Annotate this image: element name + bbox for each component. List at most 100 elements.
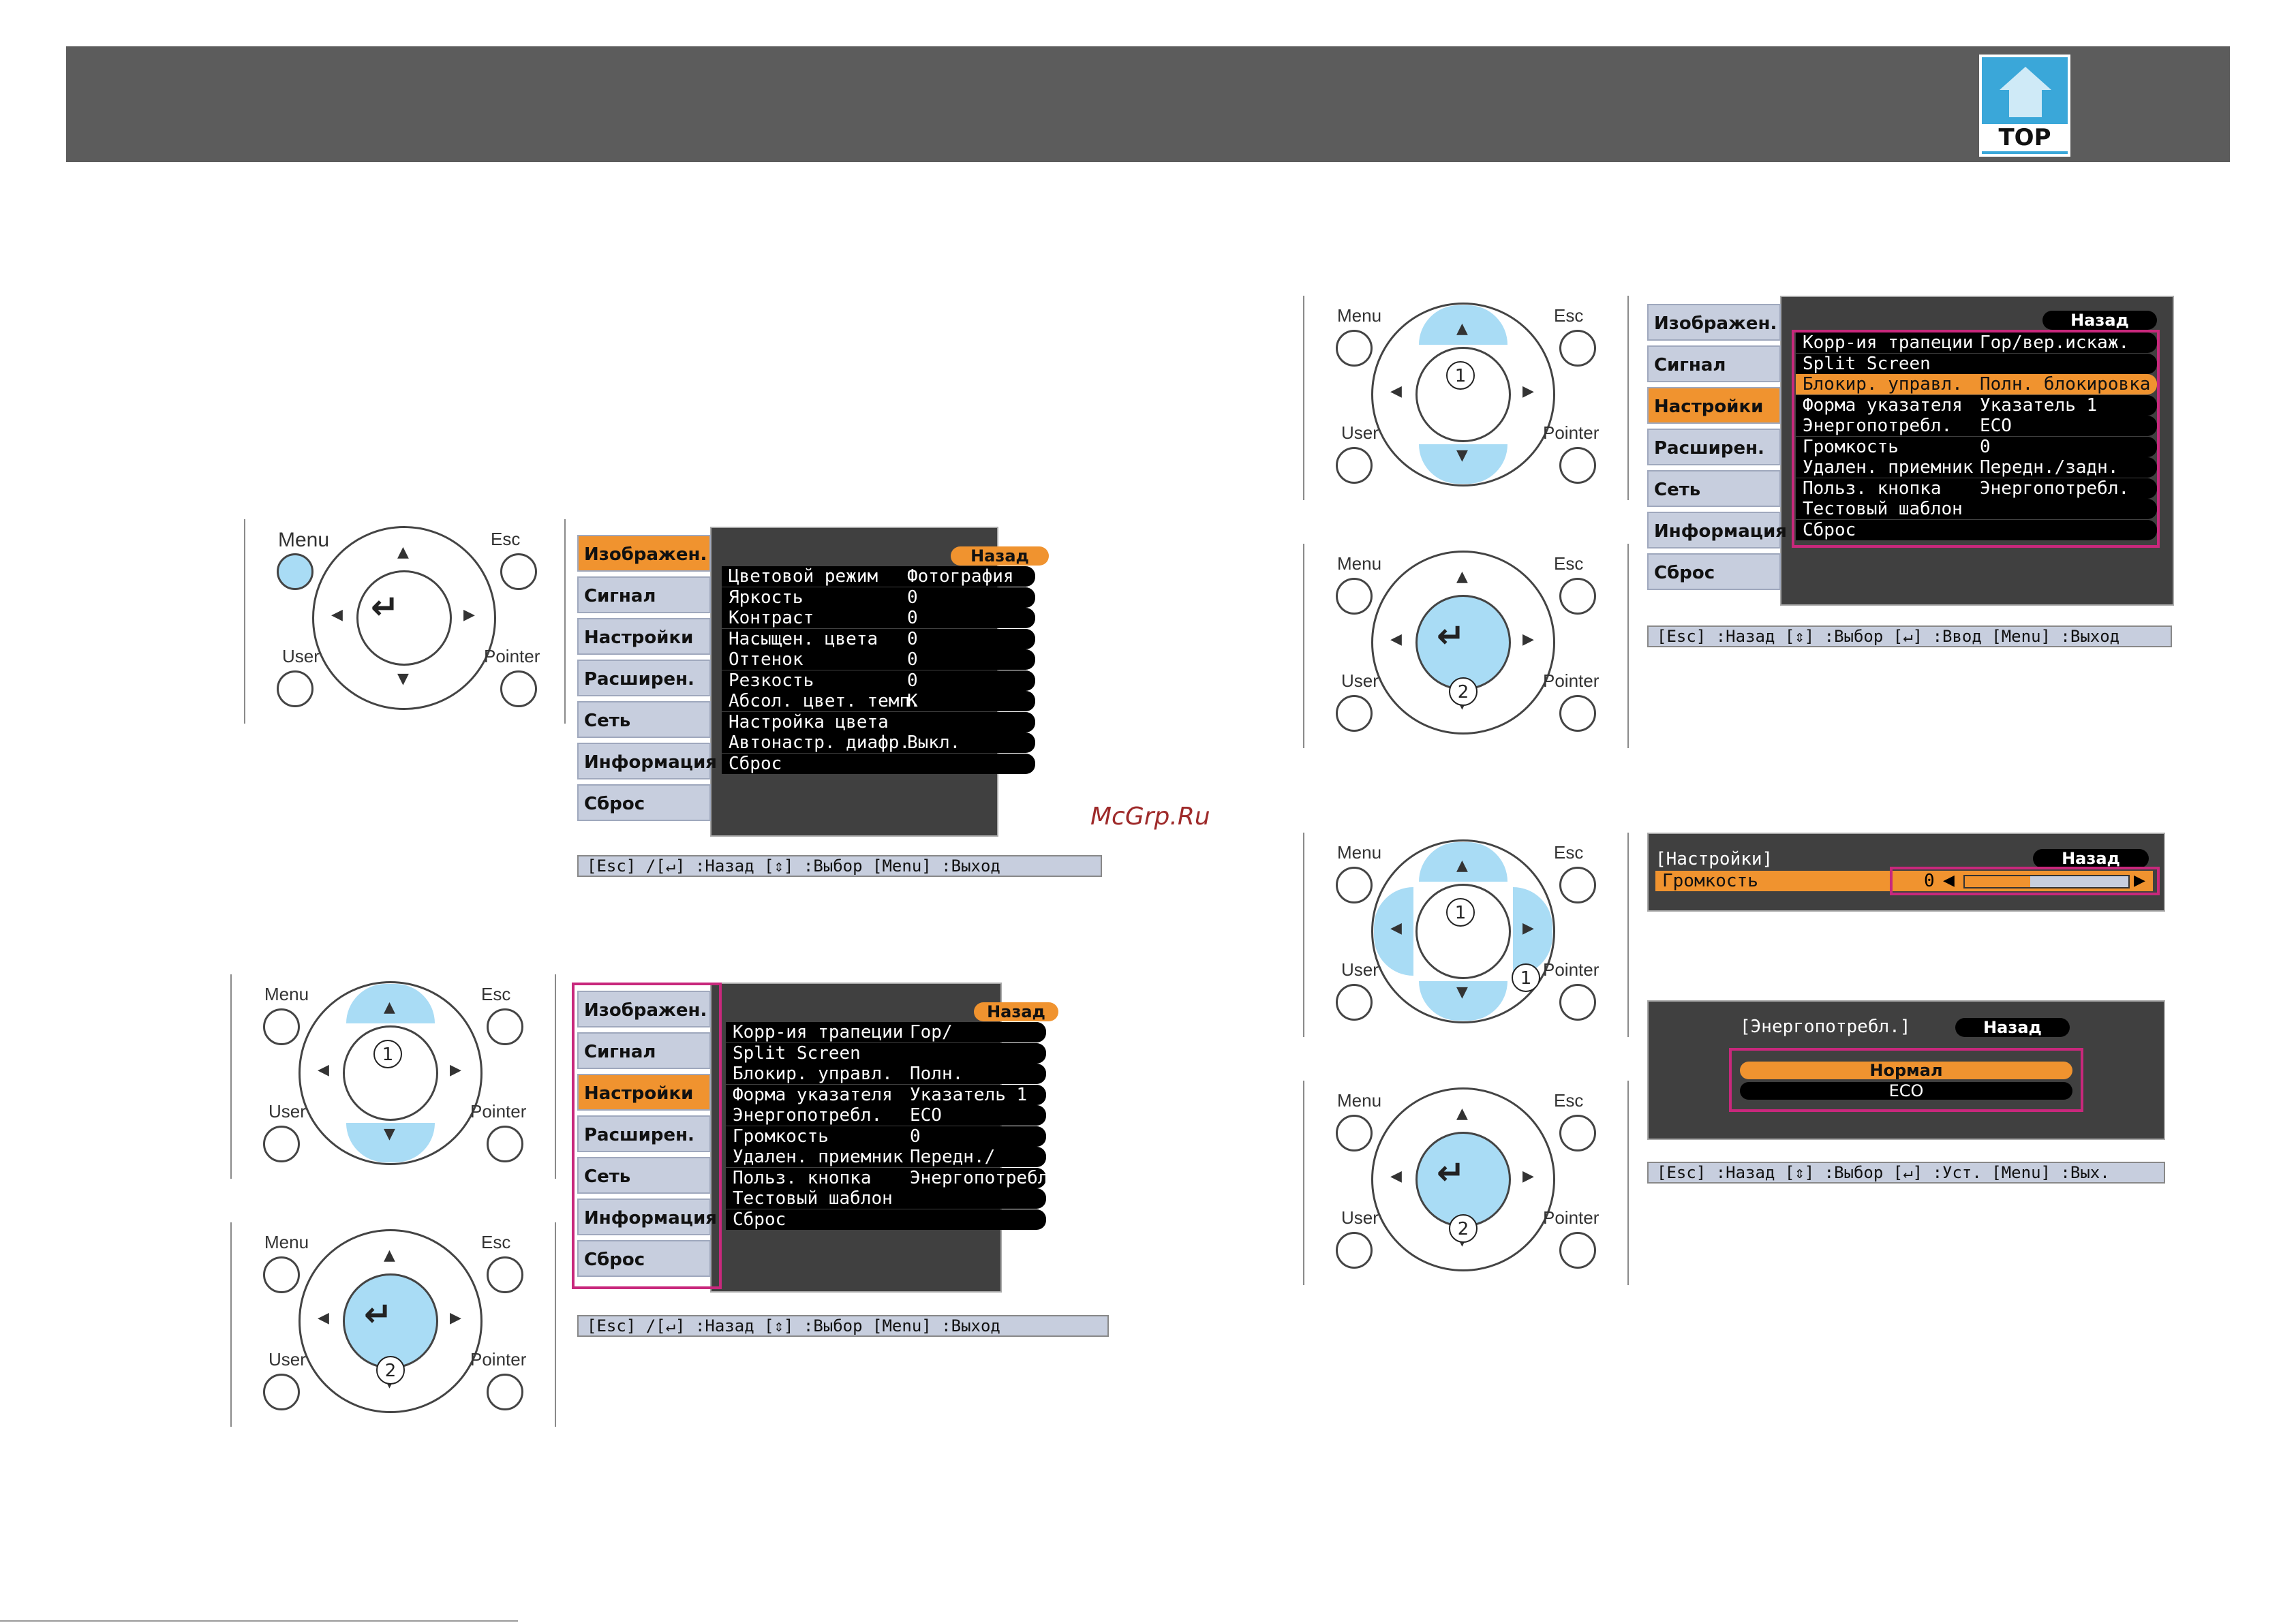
esc-button[interactable]: [1559, 1115, 1596, 1151]
option-normal[interactable]: Нормал: [1740, 1062, 2072, 1079]
tabs-highlight: [572, 983, 722, 1289]
pointer-button[interactable]: [500, 670, 537, 707]
esc-button[interactable]: [1559, 330, 1596, 367]
menu-button[interactable]: [263, 1256, 300, 1293]
tab-reset[interactable]: Сброс: [577, 784, 711, 821]
esc-button[interactable]: [487, 1256, 523, 1293]
menu-button[interactable]: [277, 553, 313, 590]
menu-row[interactable]: Настройка цвета: [722, 711, 1035, 732]
esc-button[interactable]: [1559, 578, 1596, 615]
volume-left-icon[interactable]: ◀: [1943, 872, 1955, 889]
menu-row-label: Громкость: [733, 1126, 829, 1147]
tab-info[interactable]: Информация: [1647, 512, 1787, 548]
menu-row[interactable]: Энергопотребл.ECO: [726, 1105, 1046, 1126]
tab-network[interactable]: Сеть: [577, 1157, 711, 1194]
user-button[interactable]: [1336, 1232, 1373, 1269]
pointer-button[interactable]: [1559, 447, 1596, 484]
menu-row[interactable]: Split Screen: [1796, 353, 2157, 374]
tab-image[interactable]: Изображен.: [577, 535, 711, 572]
tab-signal[interactable]: Сигнал: [577, 1032, 711, 1069]
esc-button[interactable]: [487, 1008, 523, 1045]
back-button[interactable]: Назад: [1955, 1018, 2070, 1037]
menu-row[interactable]: Split Screen: [726, 1042, 1046, 1064]
menu-row[interactable]: Автонастр. диафр.Выкл.: [722, 732, 1035, 753]
back-button[interactable]: Назад: [2042, 311, 2157, 330]
pointer-button[interactable]: [487, 1374, 523, 1410]
tab-signal[interactable]: Сигнал: [1647, 345, 1781, 382]
back-button[interactable]: Назад: [2033, 849, 2149, 868]
menu-row[interactable]: Сброс: [722, 753, 1035, 774]
menu-row-label: Оттенок: [729, 649, 803, 670]
pointer-button[interactable]: [1559, 695, 1596, 732]
option-eco[interactable]: ECO: [1740, 1082, 2072, 1100]
menu-button[interactable]: [1336, 578, 1373, 615]
tab-info[interactable]: Информация: [577, 743, 717, 779]
tab-image[interactable]: Изображен.: [1647, 304, 1781, 341]
user-button[interactable]: [1336, 447, 1373, 484]
user-button[interactable]: [1336, 695, 1373, 732]
top-logo-button[interactable]: TOP: [1979, 55, 2070, 157]
tab-signal[interactable]: Сигнал: [577, 576, 711, 613]
pointer-button[interactable]: [487, 1126, 523, 1162]
tab-network[interactable]: Сеть: [577, 701, 711, 738]
menu-button[interactable]: [1336, 330, 1373, 367]
menu-row[interactable]: Блокир. управл.Полн. блокировка: [726, 1064, 1046, 1104]
menu-button[interactable]: [263, 1008, 300, 1045]
tab-info[interactable]: Информация: [577, 1199, 717, 1235]
user-button[interactable]: [263, 1126, 300, 1162]
menu-row[interactable]: Сброс: [726, 1209, 1046, 1230]
tab-network[interactable]: Сеть: [1647, 470, 1781, 507]
tab-extended[interactable]: Расширен.: [577, 1115, 711, 1152]
tab-extended[interactable]: Расширен.: [577, 660, 711, 696]
menu-row-label: Сброс: [729, 753, 782, 774]
tab-reset[interactable]: Сброс: [1647, 553, 1781, 590]
user-button[interactable]: [1336, 984, 1373, 1021]
back-button[interactable]: Назад: [974, 1002, 1058, 1021]
tab-settings[interactable]: Настройки: [577, 1074, 711, 1111]
volume-slider[interactable]: [1963, 875, 2130, 888]
volume-value: 0: [1924, 871, 1935, 891]
menu-button[interactable]: [1336, 867, 1373, 903]
user-button[interactable]: [263, 1374, 300, 1410]
menu-row[interactable]: Блокир. управл.Полн. блокировка: [1796, 374, 2157, 395]
menu-row[interactable]: Тестовый шаблон: [726, 1188, 1046, 1209]
volume-right-icon[interactable]: ▶: [2134, 872, 2145, 889]
esc-button[interactable]: [1559, 867, 1596, 903]
header-bar: [66, 46, 2230, 162]
menu-row-value: 0: [1980, 436, 1991, 457]
tab-image[interactable]: Изображен.: [577, 991, 711, 1027]
remote-step-menu: ▲▼ ◀▶ ↵ Menu Esc User Pointer: [244, 519, 571, 724]
user-button[interactable]: [277, 670, 313, 707]
tab-reset[interactable]: Сброс: [577, 1240, 711, 1277]
tab-extended[interactable]: Расширен.: [1647, 429, 1781, 465]
tab-settings[interactable]: Настройки: [1647, 387, 1781, 424]
esc-button[interactable]: [500, 553, 537, 590]
menu-row-value: Передн./задн.: [1980, 457, 2119, 478]
pointer-button[interactable]: [1559, 984, 1596, 1021]
pointer-button[interactable]: [1559, 1232, 1596, 1269]
menu-row-label: Насыщен. цвета: [729, 628, 878, 649]
menu-row[interactable]: Тестовый шаблон: [1796, 499, 2157, 519]
tab-settings[interactable]: Настройки: [577, 618, 711, 655]
menu-button[interactable]: [1336, 1115, 1373, 1151]
menu-row[interactable]: Абсол. цвет. темп.K: [722, 691, 1035, 711]
back-button[interactable]: Назад: [951, 546, 1049, 566]
menu-row[interactable]: Энергопотребл.ECO: [1796, 416, 2157, 436]
menu-row[interactable]: Сброс: [1796, 519, 2157, 540]
